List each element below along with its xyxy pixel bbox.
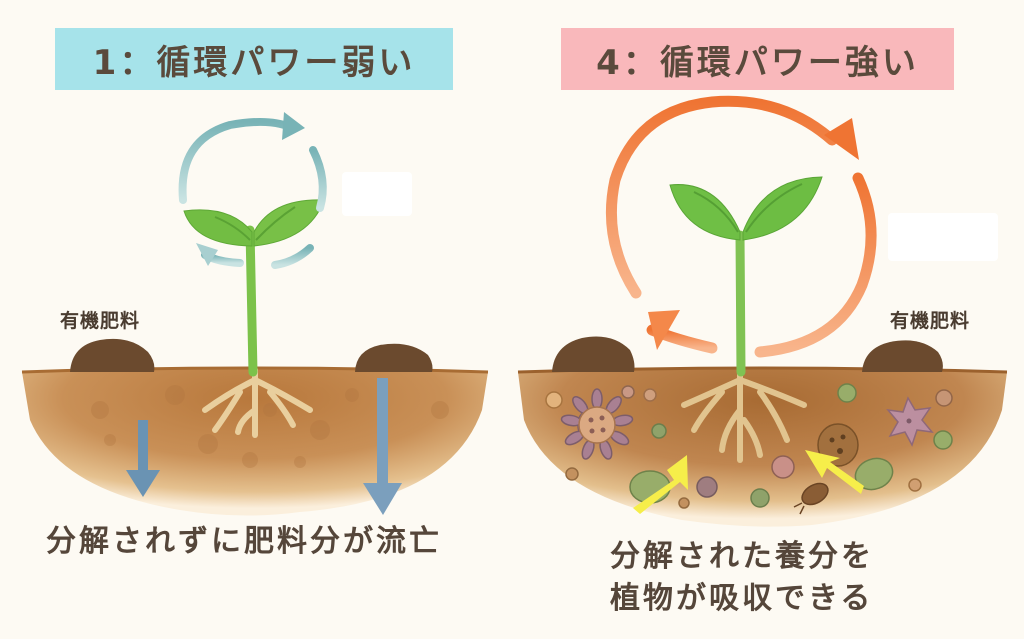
downward-leach-arrow-icon <box>126 378 402 515</box>
uptake-arrow-icon <box>633 450 864 514</box>
fertilizer-label: 有機肥料 <box>60 310 141 332</box>
weak-cycle-caption: 分解されずに肥料分が流亡 <box>46 524 442 559</box>
strong-cycle-panel: 4：循環パワー強い <box>512 0 1024 639</box>
blank-label-box <box>888 213 998 261</box>
compost-pile-icon <box>552 336 943 372</box>
roots-icon <box>681 367 807 463</box>
caption-line: 分解された養分を <box>610 539 874 574</box>
seedling-icon <box>183 199 325 377</box>
weak-cycle-title: 1：循環パワー弱い <box>55 28 453 90</box>
strong-cycle-title: 4：循環パワー強い <box>561 28 954 90</box>
compost-pile-icon <box>70 338 433 372</box>
weak-cycle-illustration <box>21 112 489 516</box>
seedling-icon <box>669 176 823 377</box>
weak-cycle-panel: 1：循環パワー弱い <box>21 28 489 559</box>
roots-icon <box>202 367 313 438</box>
fertilizer-label: 有機肥料 <box>890 310 971 332</box>
strong-cycle-caption: 分解された養分を 植物が吸収できる <box>610 536 930 620</box>
blank-label-box <box>342 172 412 216</box>
strong-cycle-illustration <box>517 95 1008 527</box>
caption-line: 植物が吸収できる <box>610 581 874 616</box>
